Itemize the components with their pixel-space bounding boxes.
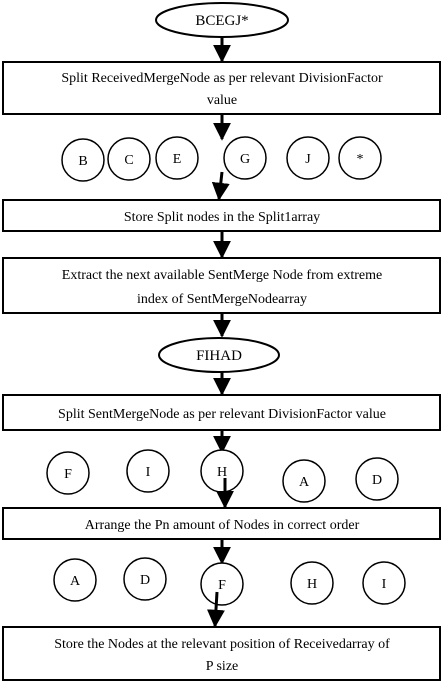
row1-node-star-label: * <box>357 152 364 167</box>
row3-node-h-label: H <box>307 577 317 592</box>
row1-node-star <box>338 136 382 180</box>
split-received-line2: value <box>207 93 237 108</box>
row1-node-c <box>107 137 151 181</box>
row1-node-g <box>223 136 267 180</box>
split-sent-label: Split SentMergeNode as per relevant Divi… <box>58 407 386 422</box>
row1-node-e-label: E <box>173 152 182 167</box>
row2-node-f <box>46 451 90 495</box>
split-received-box <box>2 61 441 115</box>
row1-node-e <box>155 136 199 180</box>
split-received-line1: Split ReceivedMergeNode as per relevant … <box>61 71 383 86</box>
mid-oval-label: FIHAD <box>196 348 242 364</box>
row2-node-f-label: F <box>64 467 72 482</box>
row3-node-f <box>200 562 244 606</box>
row3-node-i-label: I <box>382 577 387 592</box>
store-split-label: Store Split nodes in the Split1array <box>124 210 320 225</box>
extract-node-line2: index of SentMergeNodearray <box>137 292 307 307</box>
row2-node-a-label: A <box>299 475 310 490</box>
row3-node-d <box>123 557 167 601</box>
arrange-nodes-label: Arrange the Pn amount of Nodes in correc… <box>85 518 360 533</box>
row2-node-d <box>355 457 399 501</box>
row1-node-b <box>61 138 105 182</box>
store-nodes-line1: Store the Nodes at the relevant position… <box>54 637 390 652</box>
row3-circles: A D F H I <box>53 557 406 606</box>
store-nodes-line2: P size <box>206 659 239 674</box>
row2-node-a <box>282 459 326 503</box>
row1-node-j <box>286 136 330 180</box>
row2-node-d-label: D <box>372 473 382 488</box>
row2-node-h-label: H <box>217 465 227 480</box>
row1-node-j-label: J <box>305 152 311 167</box>
start-oval-label: BCEGJ* <box>195 13 248 29</box>
row2-circles: F I H A D <box>46 449 399 503</box>
row2-node-i-label: I <box>146 465 151 480</box>
row1-node-c-label: C <box>124 153 133 168</box>
arrow-3 <box>211 171 230 201</box>
row1-node-b-label: B <box>78 154 87 169</box>
row1-circles: B C E G J * <box>61 136 382 182</box>
store-nodes-box <box>2 626 441 681</box>
row1-node-g-label: G <box>240 152 250 167</box>
mid-oval <box>158 337 280 373</box>
arrow-10 <box>206 591 225 628</box>
row3-node-h <box>290 561 334 605</box>
row2-node-i <box>126 449 170 493</box>
extract-node-line1: Extract the next available SentMerge Nod… <box>62 268 382 283</box>
row3-node-f-label: F <box>218 578 226 593</box>
row3-node-a <box>53 558 97 602</box>
row3-node-i <box>362 561 406 605</box>
arrange-nodes-box <box>2 507 441 540</box>
split-sent-box <box>2 394 441 431</box>
row3-node-d-label: D <box>140 573 150 588</box>
row3-node-a-label: A <box>70 574 81 589</box>
